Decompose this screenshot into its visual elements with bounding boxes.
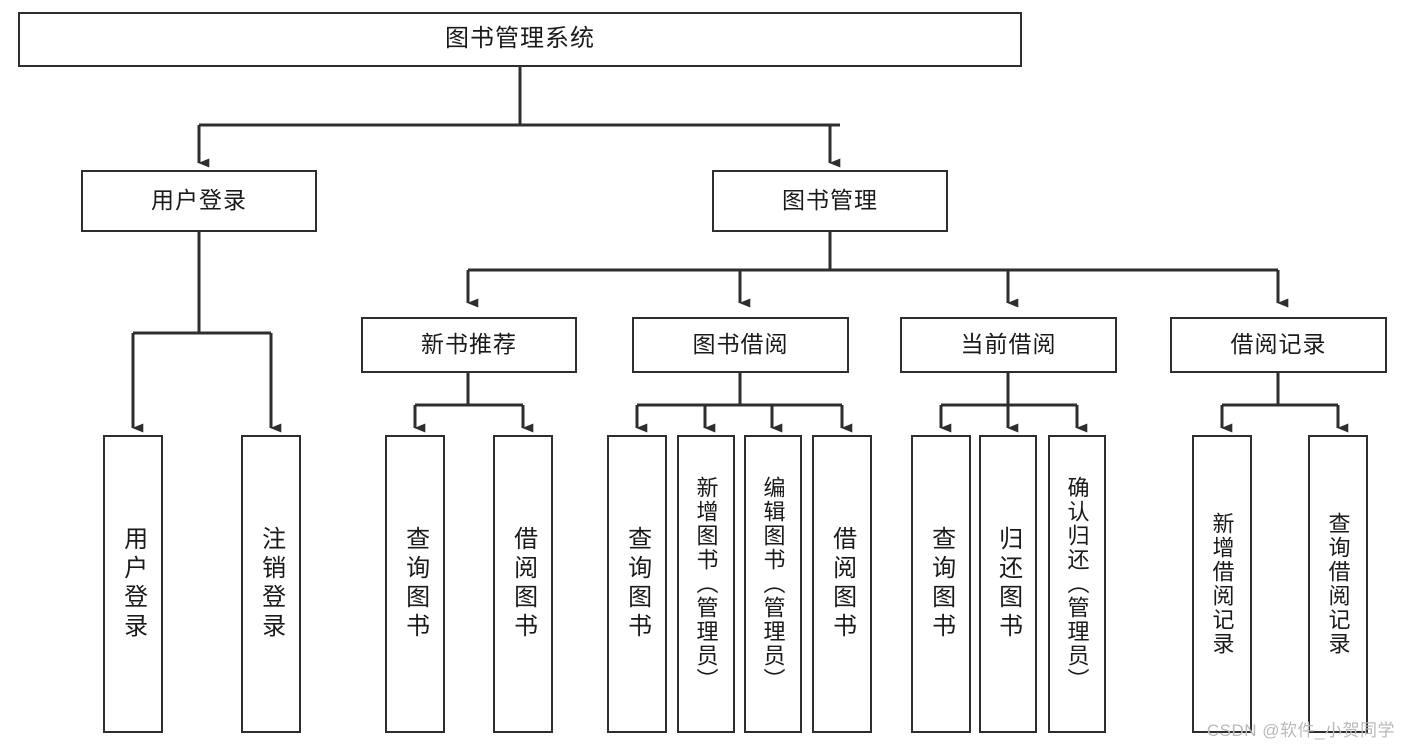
leaf-confirm-return-admin[interactable]: 确认归还（管理员） xyxy=(1048,435,1106,733)
node-book-manage[interactable]: 图书管理 xyxy=(712,170,948,232)
node-label: 借阅记录 xyxy=(1230,331,1327,358)
node-label: 确认归还（管理员） xyxy=(1064,476,1090,692)
node-current-borrow[interactable]: 当前借阅 xyxy=(900,317,1117,373)
leaf-logout-login[interactable]: 注销登录 xyxy=(241,435,301,733)
node-label: 新书推荐 xyxy=(421,331,517,358)
node-label: 用户登录 xyxy=(119,526,147,642)
node-label: 借阅图书 xyxy=(828,526,856,642)
node-label: 用户登录 xyxy=(151,187,247,214)
node-label: 图书管理 xyxy=(782,187,878,214)
leaf-borrow-book[interactable]: 借阅图书 xyxy=(812,435,872,733)
leaf-add-borrow-record[interactable]: 新增借阅记录 xyxy=(1192,435,1252,733)
leaf-query-book-recommend[interactable]: 查询图书 xyxy=(385,435,445,733)
node-new-book-recommend[interactable]: 新书推荐 xyxy=(361,317,577,373)
node-label: 借阅图书 xyxy=(509,526,537,642)
leaf-query-borrow-record[interactable]: 查询借阅记录 xyxy=(1308,435,1368,733)
node-label: 归还图书 xyxy=(994,526,1022,642)
csdn-watermark: CSDN @软件_小贺同学 xyxy=(1206,721,1395,740)
leaf-borrow-book-recommend[interactable]: 借阅图书 xyxy=(493,435,553,733)
leaf-query-book-borrow[interactable]: 查询图书 xyxy=(607,435,667,733)
node-label: 编辑图书（管理员） xyxy=(760,476,786,692)
leaf-edit-book-admin[interactable]: 编辑图书（管理员） xyxy=(744,435,802,733)
node-label: 查询图书 xyxy=(623,526,651,642)
leaf-add-book-admin[interactable]: 新增图书（管理员） xyxy=(677,435,735,733)
leaf-return-book[interactable]: 归还图书 xyxy=(979,435,1037,733)
node-label: 注销登录 xyxy=(257,526,285,642)
node-label: 查询图书 xyxy=(401,526,429,642)
node-root[interactable]: 图书管理系统 xyxy=(18,12,1022,67)
node-label: 查询借阅记录 xyxy=(1325,512,1351,656)
node-label: 新增图书（管理员） xyxy=(693,476,719,692)
node-label: 查询图书 xyxy=(927,526,955,642)
node-borrow-record[interactable]: 借阅记录 xyxy=(1170,317,1387,373)
leaf-query-book-current[interactable]: 查询图书 xyxy=(911,435,971,733)
node-label: 图书借阅 xyxy=(692,331,789,358)
node-label: 新增借阅记录 xyxy=(1209,512,1235,656)
node-label: 图书管理系统 xyxy=(445,25,595,53)
node-book-borrow[interactable]: 图书借阅 xyxy=(632,317,849,373)
node-user-login[interactable]: 用户登录 xyxy=(81,170,317,232)
node-label: 当前借阅 xyxy=(960,331,1057,358)
leaf-user-login[interactable]: 用户登录 xyxy=(103,435,163,733)
